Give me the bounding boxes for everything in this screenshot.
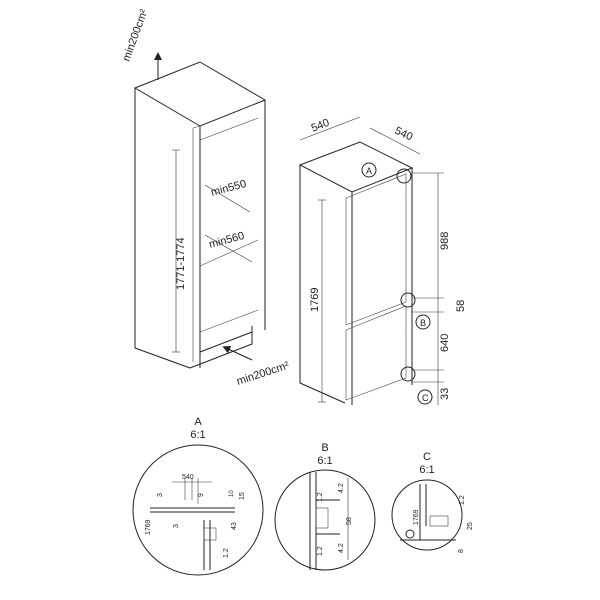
detail-a-letter: A: [194, 416, 202, 428]
detail-b-d1: 4.2: [338, 483, 345, 493]
callout-circle-c: [400, 366, 416, 382]
detail-b-d3: 4.2: [338, 543, 345, 553]
callout-b-text: B: [420, 318, 426, 328]
callout-circle-b: [400, 292, 416, 308]
gap-label: 58: [455, 300, 467, 312]
callout-a-text: A: [366, 166, 372, 176]
detail-a: [132, 444, 264, 576]
detail-a-d2: 9: [198, 493, 205, 497]
detail-a-scale: 6:1: [190, 429, 205, 441]
bottom-label: 33: [439, 388, 451, 400]
detail-b-d5: 1.2: [317, 546, 324, 556]
detail-b-d4: 1.2: [317, 492, 324, 502]
detail-a-d6: 1.2: [223, 548, 230, 558]
detail-a-d3: 15: [239, 492, 246, 500]
detail-a-d5: 3: [173, 524, 180, 528]
vent-top-label: min200cm²: [121, 7, 151, 63]
detail-a-d7: 10: [229, 490, 235, 497]
fridge-depth-label: 540: [393, 125, 415, 144]
fridge-drawing: [298, 116, 444, 405]
callout-circle-a: [396, 168, 412, 184]
height-range-label: 1771-1774: [175, 237, 187, 290]
vent-bottom-label: min200cm²: [235, 360, 291, 388]
detail-c-scale: 6:1: [419, 464, 434, 476]
detail-b-scale: 6:1: [317, 455, 332, 467]
detail-c-d3: 25: [467, 522, 474, 530]
upper-door-label: 988: [439, 232, 451, 250]
depth-min550-label: min550: [210, 178, 248, 199]
lower-door-label: 640: [439, 334, 451, 352]
detail-b-letter: B: [321, 442, 328, 454]
detail-c-letter: C: [423, 451, 431, 463]
fridge-width-label: 540: [310, 117, 332, 135]
detail-a-d1: 3: [157, 493, 164, 497]
detail-c-d2: 1769: [413, 509, 420, 525]
fridge-height-label: 1769: [309, 288, 321, 312]
detail-c-d1: 1.2: [459, 495, 466, 505]
detail-c-d4: 8: [458, 549, 465, 553]
detail-b: [274, 469, 376, 571]
detail-b-d2: 58: [346, 517, 353, 525]
vent-bottom-arrow: [222, 346, 253, 361]
cabinet-drawing: [133, 52, 267, 369]
detail-c: [391, 479, 463, 551]
detail-a-h: 1769: [145, 519, 152, 535]
detail-a-d4: 43: [231, 522, 238, 530]
detail-a-w: 540: [182, 474, 194, 481]
callout-c-text: C: [422, 393, 429, 403]
